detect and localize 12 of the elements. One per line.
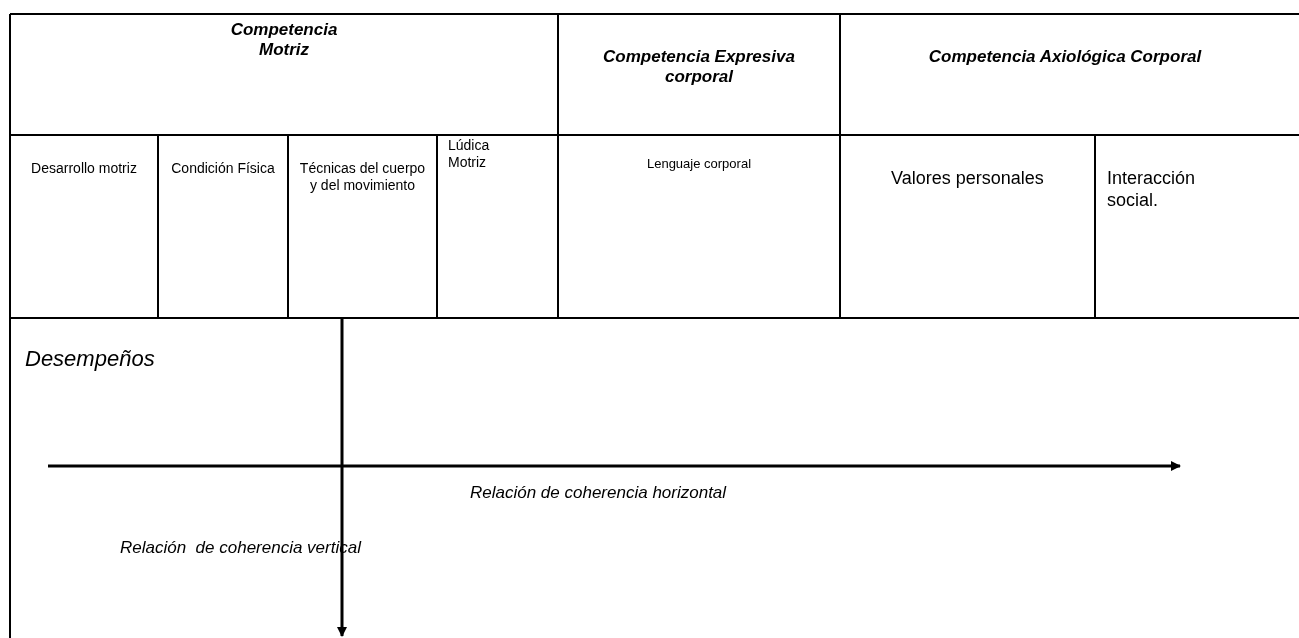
cell-text: Lúdica Motriz	[448, 137, 491, 171]
column-heading: Competencia Expresiva corporal	[602, 47, 796, 88]
cell-text: Desarrollo motriz	[30, 160, 138, 177]
column-heading: Competencia Axiológica Corporal	[927, 47, 1203, 68]
column-heading: Competencia Motriz	[229, 20, 339, 61]
cell-text: Interacción social.	[1107, 168, 1197, 212]
arrow-caption: Relación de coherencia horizontal	[470, 483, 728, 504]
cell-text: Lenguaje corporal	[645, 156, 753, 172]
cell-text: Técnicas del cuerpo y del movimiento	[298, 160, 427, 194]
cell-text: Valores personales	[890, 168, 1045, 190]
row-heading: Desempeños	[25, 346, 156, 373]
cell-text: Condición Física	[170, 160, 276, 177]
